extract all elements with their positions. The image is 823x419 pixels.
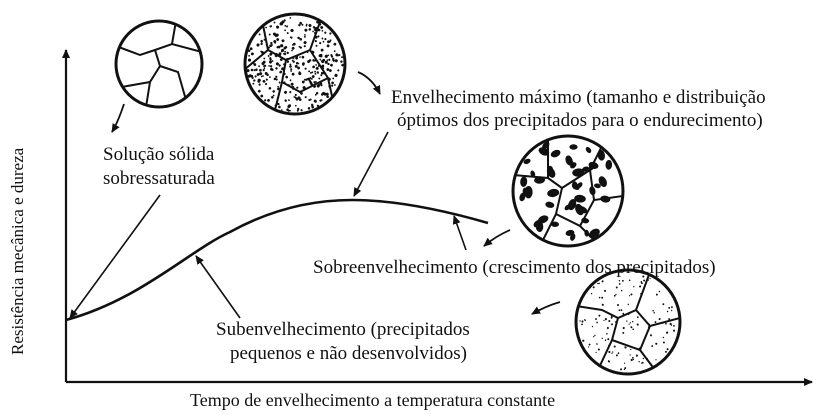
arrow-under-micro-to-label xyxy=(532,302,560,314)
underaging-label: Subenvelhecimento (precipitados pequenos… xyxy=(216,318,470,366)
x-axis-label: Tempo de envelhecimento a temperatura co… xyxy=(190,389,555,412)
precipitate-dot xyxy=(274,78,277,81)
arrow-solution-to-label xyxy=(112,104,124,132)
peak-aging-line-2: óptimos dos precipitados para o endureci… xyxy=(391,109,766,132)
peak-aging-microstructure xyxy=(244,14,345,114)
precipitate-dot xyxy=(569,144,577,149)
arrow-peak-to-curve xyxy=(354,132,388,196)
underaging-line-2: pequenos e não desenvolvidos) xyxy=(216,342,470,366)
arrow-over-to-curve xyxy=(454,216,466,250)
arrow-over-micro-to-label xyxy=(484,230,510,246)
y-axis-label-text: Resistência mecânica e dureza xyxy=(8,148,27,355)
arrow-under-to-curve xyxy=(196,256,240,318)
solid-solution-label: Solução sólida sobressaturada xyxy=(103,143,215,191)
underaging-microstructure xyxy=(576,270,680,374)
overaging-text: Sobreenvelhecimento (crescimento dos pre… xyxy=(313,257,716,278)
precipitate-dot xyxy=(655,343,657,345)
underaging-line-1: Subenvelhecimento (precipitados xyxy=(216,318,470,342)
x-axis-label-text: Tempo de envelhecimento a temperatura co… xyxy=(190,390,555,410)
overaging-label: Sobreenvelhecimento (crescimento dos pre… xyxy=(313,256,716,279)
arrow-peak-to-label xyxy=(358,72,380,94)
solid-solution-line-1: Solução sólida xyxy=(103,143,215,167)
peak-aging-label: Envelhecimento máximo (tamanho e distrib… xyxy=(391,86,766,132)
y-axis-label: Resistência mecânica e dureza xyxy=(8,148,28,355)
solid-solution-microstructure xyxy=(116,21,202,107)
peak-aging-line-1: Envelhecimento máximo (tamanho e distrib… xyxy=(391,86,766,109)
precipitate-dot xyxy=(316,67,319,70)
overaging-microstructure xyxy=(513,136,623,246)
solid-solution-line-2: sobressaturada xyxy=(103,167,215,191)
precipitate-dot xyxy=(327,63,329,65)
arrow-solution-to-origin xyxy=(70,195,160,318)
